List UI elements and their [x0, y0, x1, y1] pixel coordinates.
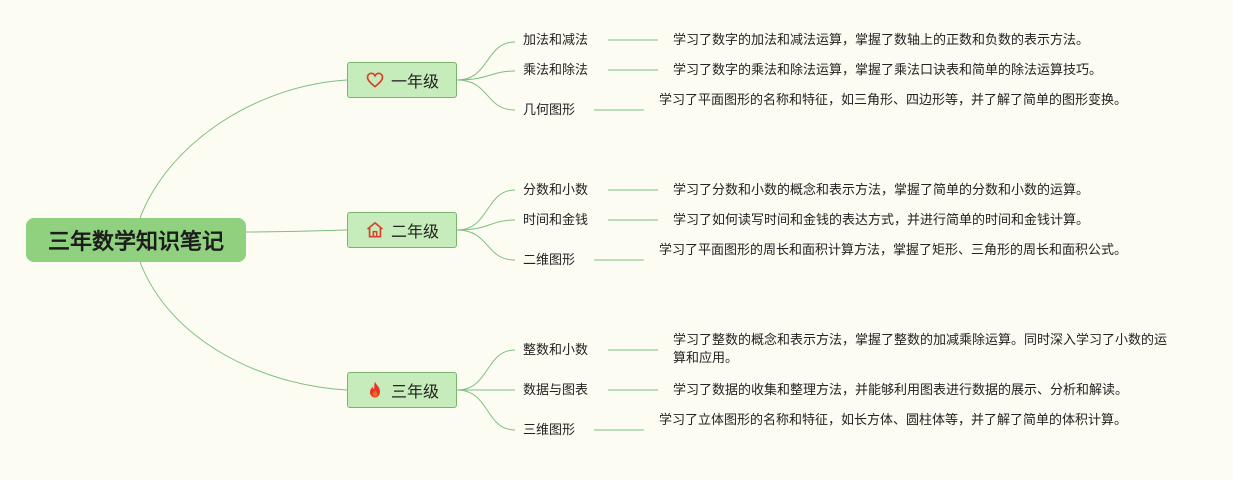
connector-grade3-topic1 — [456, 349, 516, 391]
topic-desc-2-3[interactable]: 学习了平面图形的周长和面积计算方法，掌握了矩形、三角形的周长和面积公式。 — [659, 243, 1128, 258]
grade-label-2: 二年级 — [390, 222, 439, 241]
connector-root-grade2 — [245, 229, 348, 233]
topic-node-1-1[interactable]: 加法和减法 — [523, 33, 589, 48]
root-node[interactable]: 三年数学知识笔记 — [26, 218, 246, 262]
topic-desc-1-2[interactable]: 学习了数字的乘法和除法运算，掌握了乘法口诀表和简单的除法运算技巧。 — [673, 63, 1103, 78]
connector-grade2-topic1 — [456, 189, 516, 231]
topic-desc-2-2[interactable]: 学习了如何读写时间和金钱的表达方式，并进行简单的时间和金钱计算。 — [673, 213, 1090, 228]
house-icon — [365, 220, 385, 240]
connector-grade3-topic3 — [456, 389, 516, 431]
topic-node-3-2[interactable]: 数据与图表 — [523, 383, 589, 398]
connector-grade2-topic3 — [456, 229, 516, 261]
topic-node-2-1[interactable]: 分数和小数 — [523, 183, 589, 198]
heart-icon — [365, 70, 385, 90]
topic-desc-1-3[interactable]: 学习了平面图形的名称和特征，如三角形、四边形等，并了解了简单的图形变换。 — [659, 93, 1128, 108]
grade-node-1[interactable]: 一年级 — [347, 62, 457, 98]
connector-root-grade3 — [139, 261, 348, 391]
grade-label-3: 三年级 — [390, 382, 439, 401]
grade-label-1: 一年级 — [390, 72, 439, 91]
root-title: 三年数学知识笔记 — [47, 230, 224, 255]
topic-desc-1-1[interactable]: 学习了数字的加法和减法运算，掌握了数轴上的正数和负数的表示方法。 — [673, 33, 1090, 48]
topic-node-2-2[interactable]: 时间和金钱 — [523, 213, 589, 228]
grade-node-3[interactable]: 三年级 — [347, 372, 457, 408]
topic-node-3-3[interactable]: 三维图形 — [523, 423, 576, 438]
topic-node-1-3[interactable]: 几何图形 — [523, 103, 576, 118]
topic-desc-2-1[interactable]: 学习了分数和小数的概念和表示方法，掌握了简单的分数和小数的运算。 — [673, 183, 1090, 198]
grade-node-2[interactable]: 二年级 — [347, 212, 457, 248]
connector-grade1-topic3 — [456, 79, 516, 111]
topic-desc-3-2[interactable]: 学习了数据的收集和整理方法，并能够利用图表进行数据的展示、分析和解读。 — [673, 383, 1129, 398]
topic-node-3-1[interactable]: 整数和小数 — [523, 343, 589, 358]
connector-grade1-topic2 — [456, 70, 516, 81]
connector-grade2-topic2 — [456, 219, 516, 231]
topic-node-2-3[interactable]: 二维图形 — [523, 253, 576, 268]
topic-desc-3-3[interactable]: 学习了立体图形的名称和特征，如长方体、圆柱体等，并了解了简单的体积计算。 — [659, 413, 1128, 428]
connector-root-grade1 — [139, 79, 348, 219]
connector-grade1-topic1 — [456, 41, 516, 81]
topic-node-1-2[interactable]: 乘法和除法 — [523, 63, 589, 78]
fire-icon — [365, 380, 385, 400]
topic-desc-3-1[interactable]: 学习了整数的概念和表示方法，掌握了整数的加减乘除运算。同时深入学习了小数的运算和… — [673, 333, 1168, 366]
